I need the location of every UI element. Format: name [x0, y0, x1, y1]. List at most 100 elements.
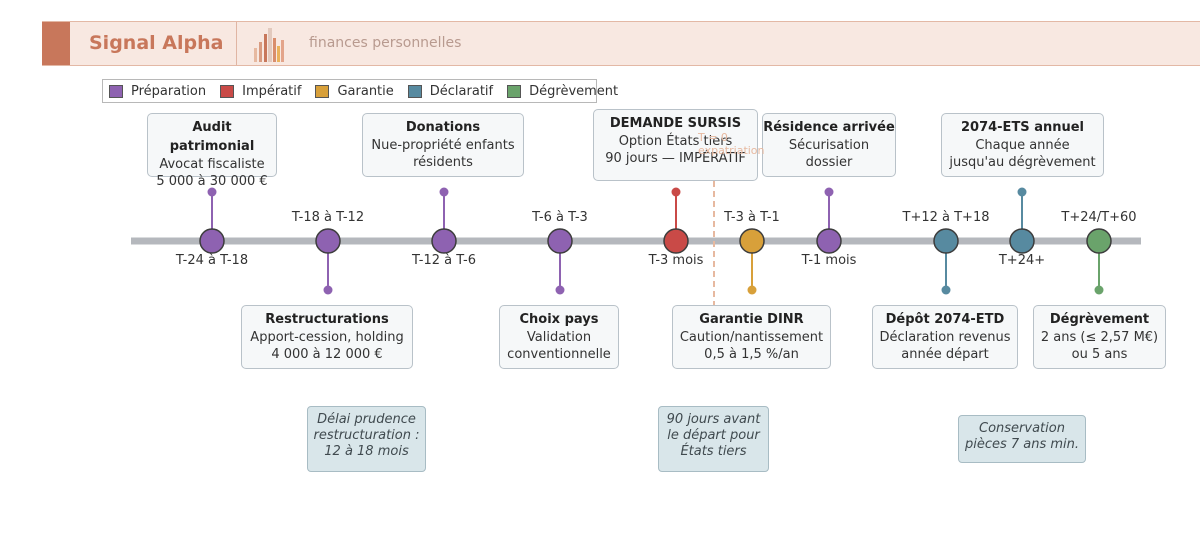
milestone-time-label: T+24/T+60: [1061, 210, 1137, 225]
milestone-marker: [431, 228, 457, 254]
milestone-stem-dot: [1094, 285, 1104, 295]
milestone-time-label: T-1 mois: [801, 253, 857, 268]
header-divider: [236, 22, 237, 65]
milestone-marker: [663, 228, 689, 254]
bar-chart-logo-icon: [254, 28, 284, 62]
legend-swatch: [315, 84, 330, 98]
milestone-marker: [816, 228, 842, 254]
milestone-stem-dot: [207, 187, 217, 197]
legend-swatch: [507, 84, 522, 98]
timeline-note-line: Délai prudence: [317, 412, 416, 427]
timeline-note-line: le départ pour: [667, 428, 760, 443]
milestone-card: Dépôt 2074-ETD Déclaration revenus année d…: [872, 305, 1018, 369]
t0-marker-line: expatriation: [698, 144, 765, 157]
header-subtitle: finances personnelles: [309, 35, 462, 51]
milestone-card-line: conventionnelle: [507, 347, 611, 362]
milestone-card-line: Déclaration revenus: [879, 330, 1011, 345]
milestone-card-line: Caution/nantissement: [679, 330, 824, 345]
timeline-note-line: pièces 7 ans min.: [964, 437, 1080, 452]
milestone-marker: [1086, 228, 1112, 254]
legend-item: Impératif: [220, 84, 301, 99]
milestone-card-line: Validation: [526, 330, 592, 345]
milestone-card: Garantie DINR Caution/nantissement 0,5 à 1…: [672, 305, 831, 369]
header-bar: Signal Alpha finances personnelles: [42, 21, 1200, 66]
milestone-card-line: Apport-cession, holding: [250, 330, 404, 345]
milestone-card: Dégrèvement 2 ans (≤ 2,57 M€) ou 5 ans: [1033, 305, 1166, 369]
timeline-note-line: Conservation: [979, 421, 1065, 436]
milestone-card-title: Audit patrimonial: [169, 120, 255, 154]
milestone-card-line: année départ: [901, 347, 989, 362]
timeline-note-line: restructuration :: [313, 428, 420, 443]
timeline-note-line: 12 à 18 mois: [324, 444, 409, 459]
legend-swatch: [109, 84, 123, 98]
milestone-card-title: 2074-ETS annuel: [960, 120, 1085, 135]
milestone-stem-dot: [439, 187, 449, 197]
milestone-card-line: Sécurisation: [788, 138, 870, 153]
legend-label: Préparation: [131, 83, 207, 99]
milestone-card-title: Garantie DINR: [699, 312, 804, 327]
legend-item: Déclaratif: [407, 83, 494, 99]
legend-label: Garantie: [337, 83, 394, 99]
milestone-time-label: T-18 à T-12: [291, 210, 365, 225]
header-accent: [42, 22, 70, 65]
milestone-card-line: dossier: [805, 155, 853, 170]
milestone-card-title: Choix pays: [519, 312, 599, 327]
legend-item: Garantie: [315, 83, 394, 99]
milestone-card-line: ou 5 ans: [1071, 347, 1128, 362]
legend-item: Préparation: [109, 84, 206, 99]
milestone-card-line: 0,5 à 1,5 %/an: [704, 347, 799, 362]
milestone-marker: [315, 228, 341, 254]
milestone-time-label: T+12 à T+18: [902, 210, 990, 225]
milestone-stem-dot: [747, 285, 757, 295]
milestone-stem-dot: [323, 285, 333, 295]
milestone-marker: [933, 228, 959, 254]
milestone-card-title: Restructurations: [265, 312, 389, 327]
milestone-stem-dot: [1017, 187, 1027, 197]
milestone-stem-dot: [671, 187, 681, 197]
milestone-card-line: jusqu'au dégrèvement: [949, 155, 1096, 170]
legend: Préparation Impératif Garantie Déclaratif Dé…: [102, 79, 618, 103]
milestone-stem-dot: [824, 187, 834, 197]
milestone-time-label: T-6 à T-3: [532, 210, 588, 225]
milestone-stem-dot: [555, 285, 565, 295]
milestone-card-line: résidents: [413, 155, 473, 170]
milestone-card-title: Dépôt 2074-ETD: [885, 312, 1005, 327]
milestone-time-label: T-3 mois: [648, 253, 704, 268]
milestone-marker: [739, 228, 765, 254]
legend-swatch: [407, 84, 422, 98]
milestone-card-line: 2 ans (≤ 2,57 M€): [1040, 330, 1159, 345]
milestone-marker: [1009, 228, 1035, 254]
milestone-card-title: Dégrèvement: [1049, 312, 1150, 327]
milestone-card-line: Option États tiers: [618, 134, 733, 149]
milestone-card-line: Avocat fiscaliste: [159, 157, 265, 172]
milestone-marker: [199, 228, 225, 254]
milestone-card-line: 4 000 à 12 000 €: [271, 347, 383, 362]
milestone-time-label: T-12 à T-6: [412, 253, 476, 268]
legend-label: Impératif: [242, 83, 302, 99]
milestone-marker: [547, 228, 573, 254]
milestone-card-line: Nue-propriété enfants: [371, 138, 515, 153]
milestone-time-label: T-3 à T-1: [724, 210, 780, 225]
timeline-note-line: 90 jours avant: [666, 412, 761, 427]
brand-title: Signal Alpha: [89, 32, 224, 54]
milestone-card-title: Donations: [405, 120, 481, 135]
legend-item: Dégrèvement: [507, 84, 618, 99]
milestone-card-line: 5 000 à 30 000 €: [156, 174, 268, 189]
legend-label: Déclaratif: [429, 83, 494, 99]
milestone-time-label: T+24+: [998, 253, 1046, 268]
timeline-note-line: États tiers: [680, 444, 747, 459]
milestone-card-title: Résidence arrivée: [763, 120, 895, 135]
t0-marker-line: T = 0: [698, 131, 728, 144]
